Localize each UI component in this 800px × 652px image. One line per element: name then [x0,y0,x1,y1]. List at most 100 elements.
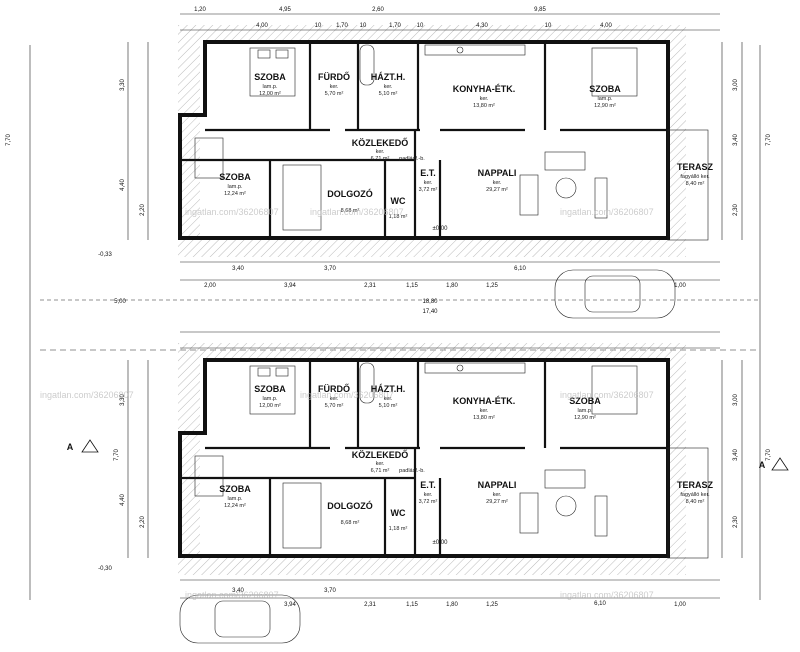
plan-label: SZOBA [589,84,621,94]
plan-label: 6,10 [514,266,526,272]
plan-label: 3,30 [120,394,126,406]
plan-label: E.T. [420,480,436,490]
plan-label: 1,00 [674,602,686,608]
plan-label: ker. [330,84,339,90]
unit-lower [126,330,744,600]
plan-label: 10 [417,23,424,29]
plan-label: 1,70 [389,23,401,29]
plan-label: ker. [376,461,385,467]
plan-label: 3,30 [120,79,126,91]
plan-label: lam.p. [263,84,278,90]
plan-label: 1,15 [406,283,418,289]
plan-label: 2,30 [733,516,739,528]
plan-label: 5,70 m² [325,403,344,409]
plan-label: 13,80 m² [473,415,495,421]
plan-label: ker. [493,492,502,498]
plan-label: 3,72 m² [419,187,438,193]
plan-label: NAPPALI [478,168,517,178]
plan-label: A [759,460,766,470]
plan-label: 1,80 [446,283,458,289]
plan-label: NAPPALI [478,480,517,490]
dimensions-bottom-upper: 3,40 3,70 6,10 2,00 3,94 2,31 1,15 1,80 … [114,266,686,315]
dimensions-right: 7,70 3,00 3,40 2,30 7,70 3,00 3,40 2,30 [733,79,772,528]
plan-label: SZOBA [219,172,251,182]
plan-label: 1,80 [446,602,458,608]
car-upper [554,269,676,319]
plan-label: 12,00 m² [259,403,281,409]
plan-label: 1,00 [674,283,686,289]
plan-label: 18,80 [422,299,438,305]
car-lower [179,594,301,644]
plan-label: -0,30 [98,566,112,572]
plan-label: fagyálló ker. [680,492,710,498]
plan-label: 1,18 m² [389,526,408,532]
plan-label: 29,27 m² [486,187,508,193]
plan-label: 8,40 m² [686,181,705,187]
plan-label: ingatlan.com/36206807 [560,390,654,400]
plan-label: WC [391,196,406,206]
plan-label: ±0,00 [433,540,449,546]
plan-label: 3,00 [733,79,739,91]
rooms-upper: SZOBA lam.p. 12,00 m² FÜRDŐ ker. 5,70 m²… [219,71,713,220]
plan-label: 1,20 [194,7,206,13]
plan-label: 12,90 m² [594,103,616,109]
plan-label: 17,40 [422,309,438,315]
plan-label: 10 [315,23,322,29]
plan-label: 12,90 m² [574,415,596,421]
dimensions-top: 1,20 4,95 2,60 9,85 4,00 10 1,70 10 1,70… [194,7,612,29]
plan-label: SZOBA [569,396,601,406]
plan-label: 2,00 [204,283,216,289]
plan-label: 12,24 m² [224,503,246,509]
plan-label: 3,00 [733,394,739,406]
plan-label: 5,10 m² [379,403,398,409]
plan-label: FÜRDŐ [318,383,350,394]
plan-label: 7,70 [6,134,12,146]
section-mark-left: A [67,439,99,453]
plan-label: 3,94 [284,283,296,289]
plan-label: 4,30 [476,23,488,29]
dimensions-bottom-lower: 3,40 3,70 6,10 3,94 2,31 1,15 1,80 1,25 … [232,588,686,608]
plan-label: 4,40 [120,179,126,191]
plan-label: 1,25 [486,283,498,289]
plan-label: A [67,442,74,452]
plan-label: ±0,00 [433,226,449,232]
plan-label: ingatlan.com/36206807 [185,207,279,217]
plan-label: 7,70 [766,134,772,146]
plan-label: 10 [545,23,552,29]
plan-label: DOLGOZÓ [327,188,373,199]
plan-label: 9,85 [534,7,546,13]
plan-label: 8,40 m² [686,499,705,505]
plan-label: 5,70 m² [325,91,344,97]
plan-label: 3,70 [324,266,336,272]
plan-label: 4,00 [600,23,612,29]
rooms-lower: SZOBA lam.p. 12,00 m² FÜRDŐ ker. 5,70 m²… [219,383,713,532]
plan-label: 3,40 [733,449,739,461]
plan-label: ker. [384,396,393,402]
plan-label: 13,80 m² [473,103,495,109]
plan-label: SZOBA [219,484,251,494]
plan-label: 2,20 [140,516,146,528]
plan-label: 3,40 [232,588,244,594]
plan-label: ker. [493,180,502,186]
plan-label: ingatlan.com/36206807 [560,207,654,217]
plan-label: fagyálló ker. [680,174,710,180]
plan-label: 1,18 m² [389,214,408,220]
plan-label: ingatlan.com/36206807 [560,590,654,600]
plan-label: TERASZ [677,162,714,172]
plan-label: 1,70 [336,23,348,29]
plan-label: 12,24 m² [224,191,246,197]
plan-label: 7,70 [114,449,120,461]
plan-label: lam.p. [578,408,593,414]
dimensions-left: 7,70 3,30 4,40 2,20 7,70 3,30 4,40 2,20 [6,79,146,528]
plan-label: ker. [424,180,433,186]
plan-label: 8,68 m² [341,520,360,526]
plan-label: 1,25 [486,602,498,608]
plan-label: ker. [384,84,393,90]
plan-label: ingatlan.com/36206807 [310,207,404,217]
plan-label: HÁZT.H. [371,72,406,82]
plan-label: E.T. [420,168,436,178]
plan-label: 3,72 m² [419,499,438,505]
plan-label: ker. [424,492,433,498]
section-mark-right: A [759,457,789,471]
